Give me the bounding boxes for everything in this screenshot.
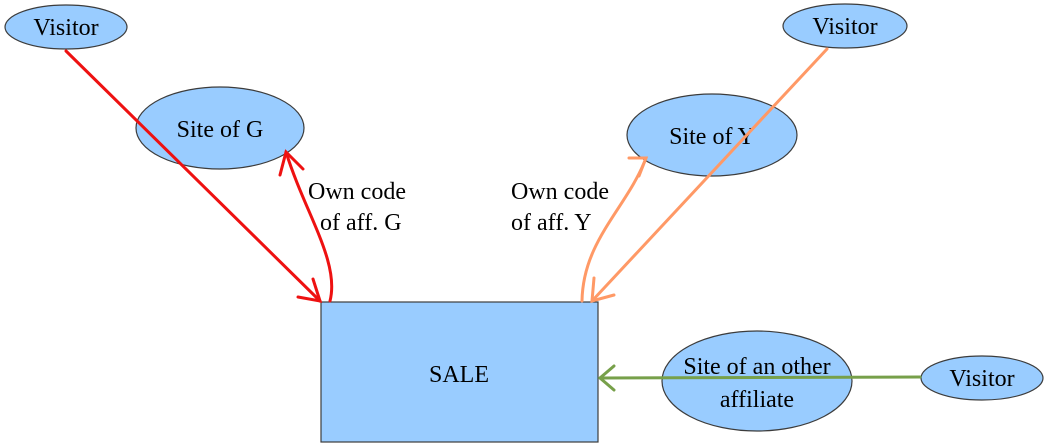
site-g-node — [135, 86, 305, 170]
visitor-top-right-node — [782, 3, 908, 49]
arrow-visitor-to-sale-via-other — [597, 364, 922, 392]
visitor-top-left-node — [4, 4, 128, 50]
own-code-g-label-line1: Own code — [308, 179, 406, 205]
arrow-sale-to-site-g — [278, 149, 334, 303]
visitor-right-label: Visitor — [949, 366, 1014, 392]
own-code-y-label-line1: Own code — [511, 179, 609, 205]
site-other-label-line2: affiliate — [720, 387, 794, 413]
site-y-label: Site of Y — [669, 124, 755, 150]
sale-box — [320, 301, 599, 443]
own-code-g-label-line2: of aff. G — [320, 210, 402, 236]
arrow-visitor-to-sale-via-g — [64, 49, 323, 303]
arrow-sale-to-site-y — [580, 156, 649, 303]
site-g-label: Site of G — [177, 117, 264, 143]
site-other-node — [661, 330, 853, 432]
visitor-top-left-label: Visitor — [33, 15, 98, 41]
site-other-label-line1: Site of an other — [683, 354, 830, 380]
visitor-top-right-label: Visitor — [812, 14, 877, 40]
sale-label: SALE — [429, 362, 489, 388]
site-y-node — [626, 93, 798, 177]
arrow-visitor-to-sale-via-y — [590, 47, 829, 304]
own-code-y-label-line2: of aff. Y — [511, 210, 592, 236]
